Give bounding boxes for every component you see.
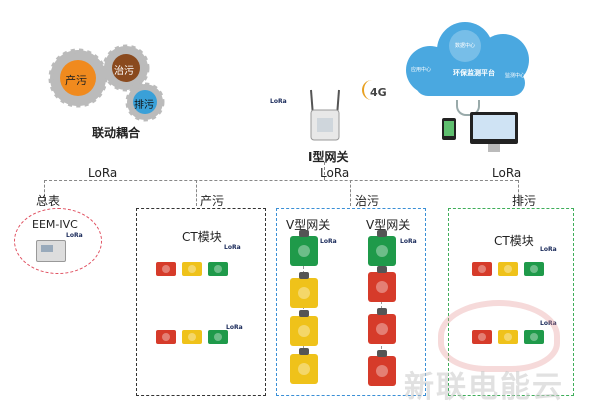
discharge-module-label: CT模块 [494, 234, 534, 248]
meter-group [14, 208, 102, 274]
gateway-lora-logo: LoRa [270, 98, 287, 105]
treatment-box [276, 208, 426, 396]
drop-production [196, 180, 197, 206]
lora-label-center: LoRa [320, 166, 350, 180]
treatment-lora-logo-1: LoRa [320, 238, 337, 245]
treatment-gateway-label-2: V型网关 [366, 218, 411, 232]
phone-icon [442, 118, 456, 140]
cloud-node-left: 应用中心 [411, 67, 432, 73]
cloud-connector-icon [456, 100, 480, 116]
section-treatment-label: 治污 [355, 194, 380, 208]
section-discharge-label: 排污 [512, 194, 537, 208]
discharge-box [448, 208, 574, 396]
meter-device-icon [36, 240, 66, 262]
production-module-label: CT模块 [182, 230, 222, 244]
ct-module-red [156, 262, 176, 276]
ct-module-yellow [498, 262, 518, 276]
production-lora-logo-2: LoRa [226, 324, 243, 331]
production-lora-logo-1: LoRa [224, 244, 241, 251]
section-production-label: 产污 [200, 194, 225, 208]
ct-module-green [524, 262, 544, 276]
ct-module-yellow [182, 262, 202, 276]
watermark-logo-icon [438, 300, 560, 372]
watermark-text: 新联电能云 [404, 370, 564, 405]
gear-label-discharge: 排污 [134, 100, 154, 111]
lora-label-left: LoRa [88, 166, 118, 180]
gateway-to-bus-line [324, 162, 325, 180]
v-gateway-green [368, 230, 396, 266]
drop-discharge [518, 180, 519, 206]
cloud-icon [406, 22, 529, 96]
v-sensor-red [368, 308, 396, 344]
lora-label-right: LoRa [492, 166, 522, 180]
ct-module-green [208, 262, 228, 276]
treatment-gateway-label-1: V型网关 [286, 218, 331, 232]
v-sensor-yellow [290, 310, 318, 346]
ct-module-red [156, 330, 176, 344]
ct-module-green [208, 330, 228, 344]
coupling-label: 联动耦合 [92, 126, 141, 140]
v-gateway-green [290, 230, 318, 266]
cloud-node-right: 监测中心 [505, 73, 526, 79]
gateway-signal-4g: 4G [370, 86, 387, 99]
gear-cluster-icon [48, 44, 165, 122]
ct-module-red [472, 262, 492, 276]
lora-bus-line [44, 180, 518, 181]
cloud-title: 环保监测平台 [453, 69, 495, 77]
meter-label: EEM-IVC [32, 218, 78, 231]
coupling-gears: 产污 治污 排污 [48, 40, 168, 122]
gear-label-production: 产污 [65, 74, 87, 87]
router-icon [310, 89, 340, 141]
drop-total [44, 180, 45, 206]
monitor-icon [470, 112, 518, 152]
production-box [136, 208, 266, 396]
section-total-label: 总表 [36, 194, 61, 208]
gateway-label: I型网关 [308, 150, 349, 164]
ct-module-yellow [182, 330, 202, 344]
treatment-lora-logo-2: LoRa [400, 238, 417, 245]
drop-treatment [350, 180, 351, 206]
v-sensor-yellow [290, 272, 318, 308]
wireless-icon [362, 80, 374, 100]
cloud-node-top: 数据中心 [455, 43, 476, 49]
v-sensor-yellow [290, 348, 318, 384]
gear-label-treatment: 治污 [114, 66, 134, 77]
discharge-lora-logo-1: LoRa [540, 246, 557, 253]
meter-lora-logo: LoRa [66, 232, 83, 239]
v-sensor-red [368, 266, 396, 302]
cloud-platform: 数据中心 应用中心 环保监测平台 监测中心 [395, 20, 545, 100]
gateway-device [305, 88, 345, 144]
v-sensor-red [368, 350, 396, 386]
